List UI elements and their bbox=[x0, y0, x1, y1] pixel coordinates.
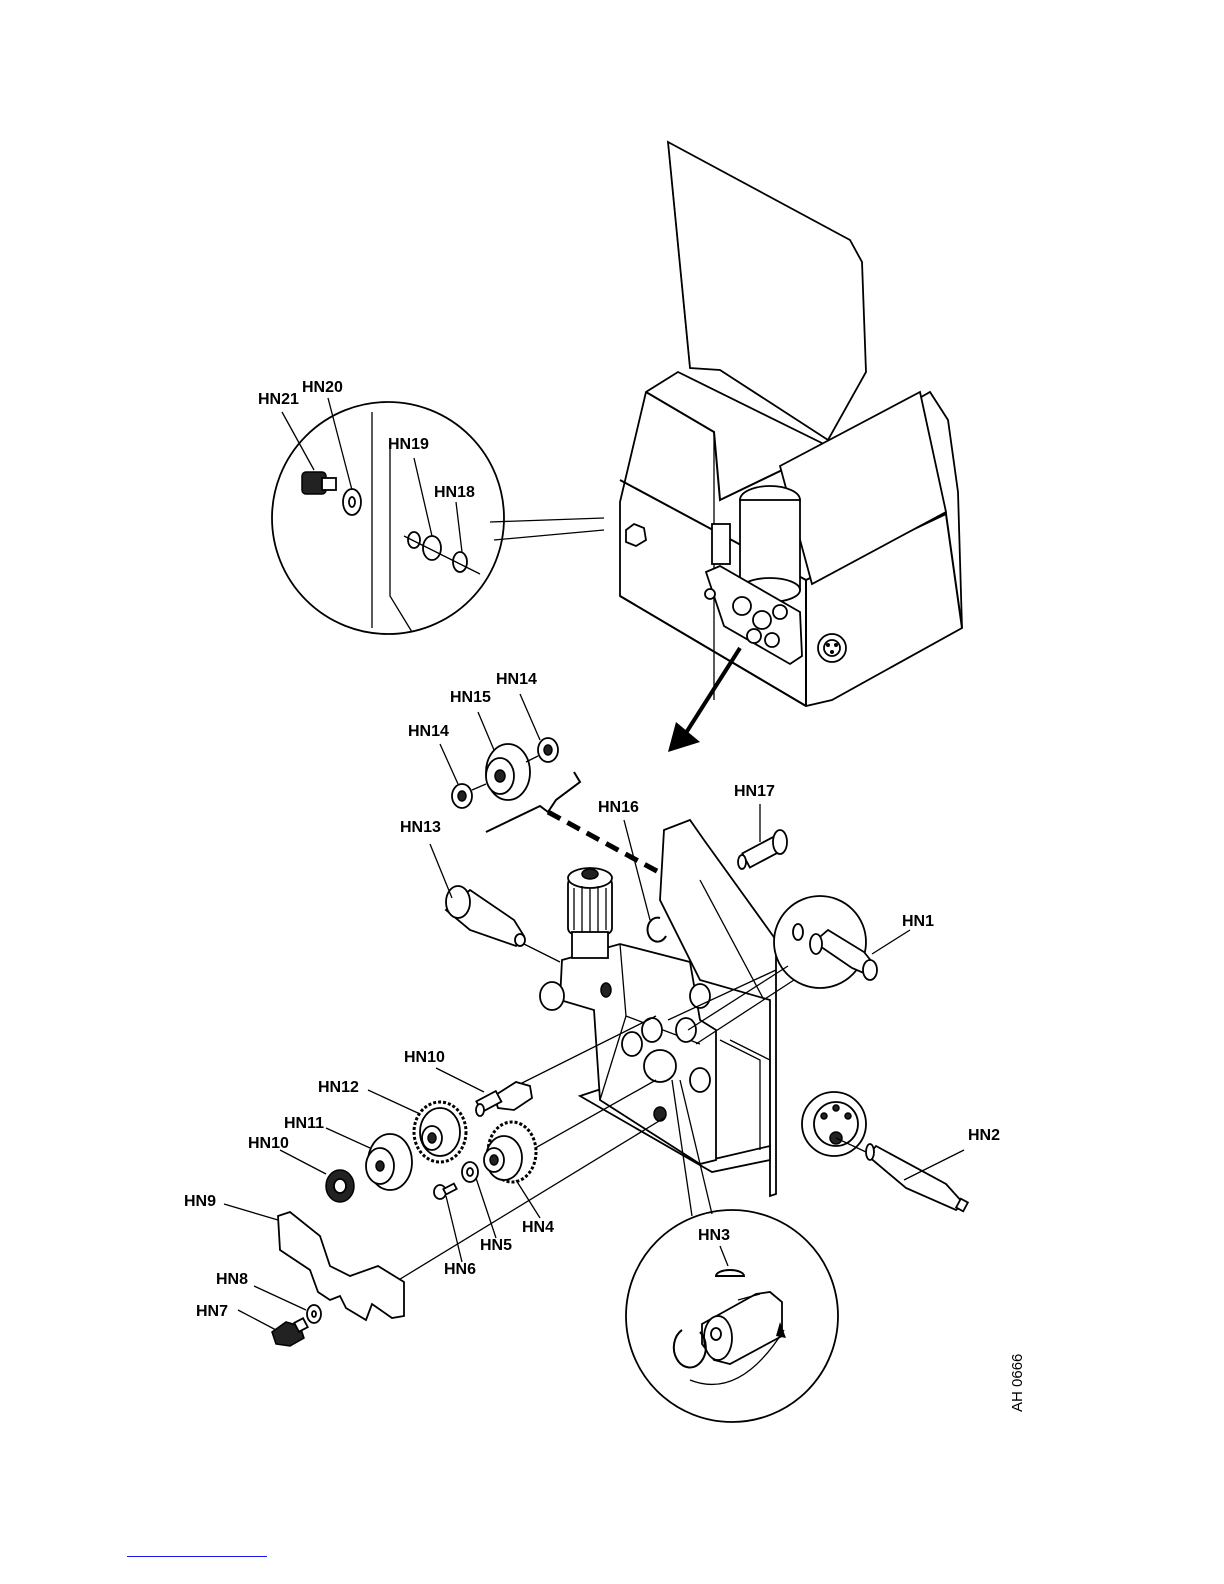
label-hn14-left: HN14 bbox=[408, 723, 449, 740]
hn10-knob-lower bbox=[326, 1170, 354, 1202]
label-hn17: HN17 bbox=[734, 783, 775, 800]
footer-rule bbox=[127, 1556, 267, 1557]
hn8-washer bbox=[307, 1305, 321, 1323]
label-hn1: HN1 bbox=[902, 913, 934, 930]
wire-feeder-cabinet bbox=[620, 142, 962, 706]
label-hn10-lower: HN10 bbox=[248, 1135, 289, 1152]
label-hn7: HN7 bbox=[196, 1303, 228, 1320]
label-hn4: HN4 bbox=[522, 1219, 554, 1236]
label-hn3: HN3 bbox=[698, 1227, 730, 1244]
label-hn19: HN19 bbox=[388, 436, 429, 453]
label-hn12: HN12 bbox=[318, 1079, 359, 1096]
hn7-screw bbox=[272, 1318, 308, 1346]
label-hn21: HN21 bbox=[258, 391, 299, 408]
label-hn14-top: HN14 bbox=[496, 671, 537, 688]
hn4-gear-roll bbox=[484, 1122, 536, 1182]
label-hn10-upper: HN10 bbox=[404, 1049, 445, 1066]
hn5-washer bbox=[462, 1162, 478, 1182]
label-hn2: HN2 bbox=[968, 1127, 1000, 1144]
label-hn15: HN15 bbox=[450, 689, 491, 706]
hn12-gear bbox=[414, 1102, 466, 1162]
explode-arrow bbox=[668, 648, 740, 752]
label-hn16: HN16 bbox=[598, 799, 639, 816]
label-hn20: HN20 bbox=[302, 379, 343, 396]
hn6-screw bbox=[434, 1184, 457, 1199]
drawing-code: AH 0666 bbox=[1009, 1354, 1026, 1412]
hn10-shaft-upper bbox=[476, 1082, 532, 1116]
hn2-outlet-guide bbox=[802, 1092, 968, 1211]
detail-circle-mounting bbox=[272, 402, 604, 634]
hn9-cover-plate bbox=[278, 1212, 404, 1320]
label-hn8: HN8 bbox=[216, 1271, 248, 1288]
hn11-feed-roll bbox=[366, 1134, 412, 1190]
hn13-wire-inlet bbox=[446, 886, 560, 962]
label-hn18: HN18 bbox=[434, 484, 475, 501]
label-hn5: HN5 bbox=[480, 1237, 512, 1254]
label-hn13: HN13 bbox=[400, 819, 441, 836]
label-hn11: HN11 bbox=[284, 1115, 324, 1132]
label-hn9: HN9 bbox=[184, 1193, 216, 1210]
label-hn6: HN6 bbox=[444, 1261, 476, 1278]
